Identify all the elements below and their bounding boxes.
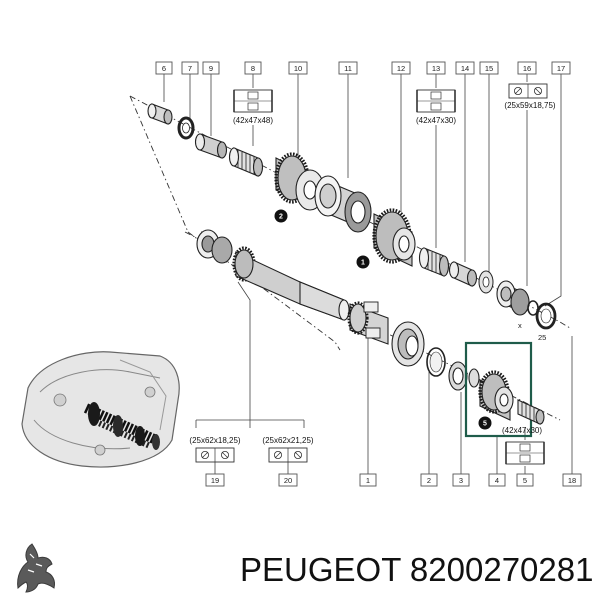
callout-8[interactable]: 8: [244, 61, 262, 75]
callout-16[interactable]: 16: [517, 61, 537, 75]
spec-16: (25x59x18,75): [504, 101, 555, 110]
thrust-washer-15: [478, 270, 494, 294]
ball-bearing-symbol-19: [195, 447, 235, 463]
callout-5[interactable]: 5: [516, 473, 534, 487]
svg-text:2: 2: [427, 476, 431, 485]
callout-1[interactable]: 1: [359, 473, 377, 487]
needle-bearing-5: [517, 399, 545, 425]
spec-13: (42x47x30): [416, 116, 456, 125]
lower-shaft-end-line: [129, 95, 189, 233]
spec-19: (25x62x18,25): [189, 436, 240, 445]
peugeot-lion-logo-icon: [17, 543, 55, 593]
svg-text:1: 1: [361, 260, 365, 267]
spec-8: (42x47x48): [233, 116, 273, 125]
bearing-symbol-13: [416, 89, 456, 113]
spacer-9: [194, 133, 228, 159]
bottom-leaders: [196, 281, 573, 474]
svg-text:2: 2: [279, 214, 283, 221]
callout-14[interactable]: 14: [455, 61, 475, 75]
circlip-17: [535, 302, 557, 330]
ball-bearing-16: [496, 280, 530, 316]
svg-text:3: 3: [459, 476, 463, 485]
svg-text:6: 6: [162, 64, 166, 73]
callout-10[interactable]: 10: [288, 61, 308, 75]
bushing-14: [448, 261, 478, 287]
small-washer: [527, 300, 539, 316]
callout-7[interactable]: 7: [181, 61, 199, 75]
svg-text:12: 12: [397, 64, 405, 73]
ball-bearing-19-20: [196, 229, 233, 264]
needle-bearing-8: [228, 147, 264, 177]
svg-text:15: 15: [485, 64, 493, 73]
svg-text:5: 5: [483, 421, 487, 428]
svg-text:11: 11: [344, 64, 352, 73]
needle-bearing-13: [418, 247, 450, 277]
brand-part-number: PEUGEOT 8200270281: [240, 551, 594, 588]
spec-20: (25x62x21,25): [262, 436, 313, 445]
fragment-x-mark: x: [518, 321, 522, 330]
snap-ring-7: [177, 116, 195, 140]
svg-text:20: 20: [284, 476, 292, 485]
bearing-symbol-8: [233, 89, 273, 113]
ball-bearing-symbol-16: [508, 83, 548, 99]
synchro-ring-2: [426, 347, 446, 377]
callout-12[interactable]: 12: [391, 61, 411, 75]
svg-text:9: 9: [209, 64, 213, 73]
callout-2[interactable]: 2: [420, 473, 438, 487]
bearing-symbol-5: [505, 441, 545, 465]
fragment-label-25: 25: [538, 333, 546, 342]
svg-text:10: 10: [294, 64, 302, 73]
callout-20[interactable]: 20: [278, 473, 298, 487]
svg-text:1: 1: [366, 476, 370, 485]
marker-1: 1: [356, 255, 370, 269]
callout-15[interactable]: 15: [479, 61, 499, 75]
top-leaders: [163, 74, 562, 307]
svg-text:19: 19: [211, 476, 219, 485]
callout-3[interactable]: 3: [452, 473, 470, 487]
synchro-sleeve-1: [391, 321, 425, 367]
highlighted-gear-group[interactable]: [464, 341, 533, 438]
svg-text:7: 7: [188, 64, 192, 73]
svg-text:14: 14: [461, 64, 469, 73]
synchro-assembly-1: [347, 301, 389, 345]
needle-bushing-6: [147, 103, 173, 125]
callout-6[interactable]: 6: [155, 61, 173, 75]
marker-5: 5: [478, 416, 492, 430]
callout-13[interactable]: 13: [426, 61, 446, 75]
callout-19[interactable]: 19: [205, 473, 225, 487]
ball-bearing-symbol-20: [268, 447, 308, 463]
synchro-hub-11: [314, 175, 372, 233]
svg-text:4: 4: [495, 476, 499, 485]
gear-10: [274, 152, 325, 211]
synchro-cone-3: [448, 361, 468, 391]
svg-text:18: 18: [568, 476, 576, 485]
callout-11[interactable]: 11: [338, 61, 358, 75]
svg-text:8: 8: [251, 64, 255, 73]
gearbox-housing-illustration: [21, 351, 180, 468]
gear-12: [372, 208, 416, 267]
callout-9[interactable]: 9: [202, 61, 220, 75]
spec-5: (42x47x30): [502, 426, 542, 435]
marker-2: 2: [274, 209, 288, 223]
svg-text:5: 5: [523, 476, 527, 485]
callout-17[interactable]: 17: [551, 61, 571, 75]
svg-text:13: 13: [432, 64, 440, 73]
lower-shaft-front-line: [187, 231, 341, 351]
callout-18[interactable]: 18: [562, 473, 582, 487]
output-shaft: [232, 246, 350, 321]
svg-text:17: 17: [557, 64, 565, 73]
svg-text:16: 16: [523, 64, 531, 73]
callout-4[interactable]: 4: [488, 473, 506, 487]
